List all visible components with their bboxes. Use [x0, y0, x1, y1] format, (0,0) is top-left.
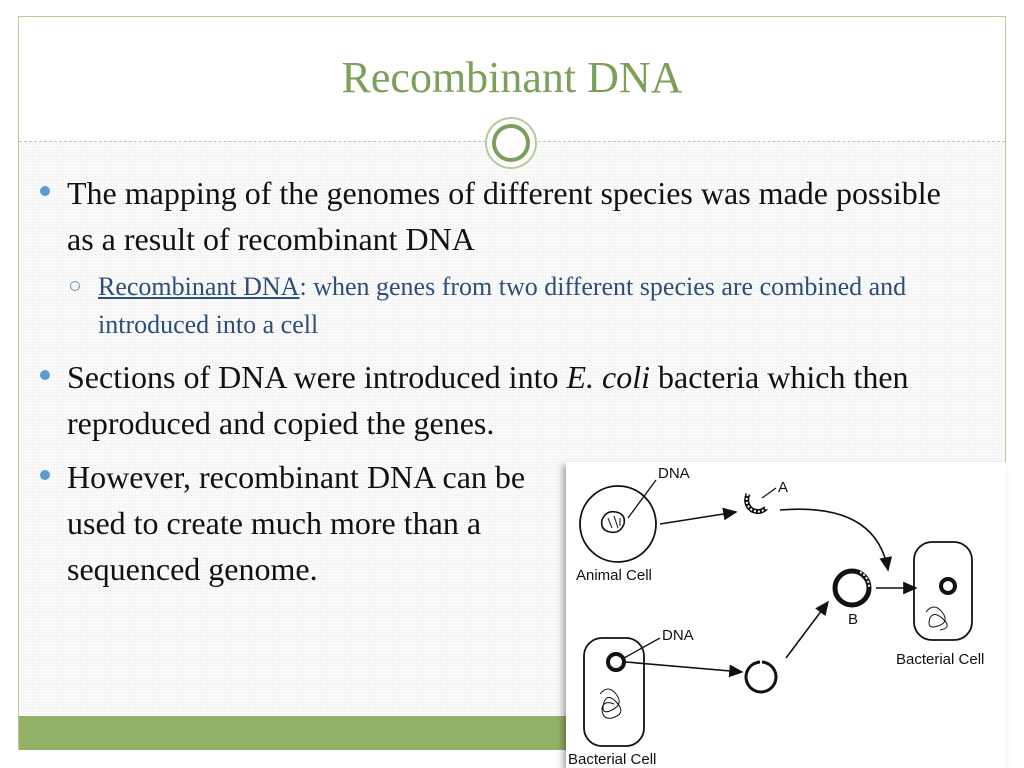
label-bacterial-cell-bottom: Bacterial Cell — [568, 751, 656, 768]
circle-ornament-icon — [485, 117, 537, 169]
bullet-2-text: Sections of DNA were introduced into E. … — [67, 354, 980, 446]
recombinant-plasmid-b — [832, 568, 872, 608]
slide-title: Recombinant DNA — [341, 53, 683, 102]
bullet-dot-icon — [40, 470, 50, 480]
label-b: B — [848, 611, 858, 628]
bullet-1-text: The mapping of the genomes of different … — [67, 175, 941, 257]
bullet-3: However, recombinant DNA can be used to … — [40, 454, 550, 592]
bullet-dot-icon — [40, 186, 50, 196]
bullet-2-pre: Sections of DNA were introduced into — [67, 359, 567, 395]
sub-bullet-1: Recombinant DNA: when genes from two dif… — [70, 268, 970, 344]
recombinant-dna-diagram: DNA Animal Cell A DNA Bacterial Cell — [566, 462, 1006, 768]
animal-cell — [579, 485, 657, 563]
recombinant-dna-definition: : when genes from two different species … — [98, 272, 907, 339]
a-pointer — [761, 487, 777, 499]
bullet-2: Sections of DNA were introduced into E. … — [40, 354, 980, 446]
bacterial-cell-bottom — [583, 637, 645, 747]
bacterial-cell-right — [913, 541, 973, 641]
sub-bullet-ring-icon — [70, 281, 80, 291]
open-plasmid — [744, 660, 778, 694]
bullet-3-text: However, recombinant DNA can be used to … — [67, 459, 526, 587]
dna-fragment-a — [744, 493, 768, 515]
label-animal-cell: Animal Cell — [576, 567, 652, 584]
bullet-1: The mapping of the genomes of different … — [40, 170, 970, 262]
arrow-to-open-plasmid — [625, 661, 744, 678]
label-dna-bottom: DNA — [662, 627, 694, 644]
sub-bullet-1-text: Recombinant DNA: when genes from two dif… — [98, 268, 970, 344]
arrow-to-plasmid-b — [785, 600, 829, 659]
arrow-fragment-to-plasmid — [779, 508, 893, 572]
bullet-2-post: bacteria which then reproduced and copie… — [67, 359, 909, 441]
label-dna-top: DNA — [658, 465, 690, 482]
recombinant-dna-term: Recombinant DNA — [98, 272, 300, 301]
bullet-dot-icon — [40, 370, 50, 380]
arrow-to-fragment — [659, 507, 738, 525]
label-a: A — [778, 479, 788, 496]
dna-pointer-top — [627, 479, 657, 519]
e-coli-italic: E. coli — [566, 359, 650, 395]
dna-pointer-bottom — [623, 637, 661, 659]
label-bacterial-cell-right: Bacterial Cell — [896, 651, 984, 668]
